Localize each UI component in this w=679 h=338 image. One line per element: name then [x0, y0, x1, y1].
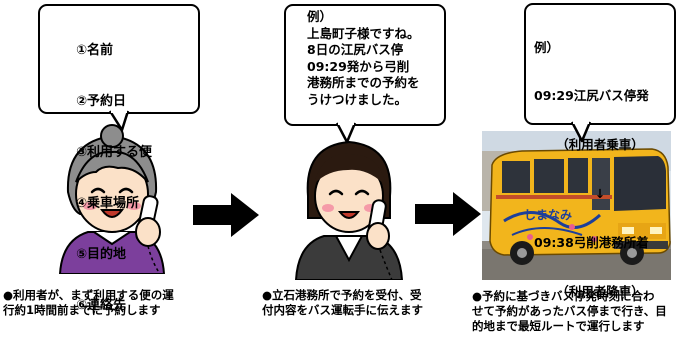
down-arrow-icon: ↓	[594, 186, 606, 202]
bubble-line: ⑥連絡先	[76, 298, 127, 313]
bubble-line: ④乗車場所	[76, 196, 140, 211]
boarding-note: （利用者乗車）	[556, 137, 644, 153]
elderly-caller-illustration	[58, 124, 166, 274]
alighting-note: （利用者降車）	[556, 284, 644, 300]
step3-caption: ●予約に基づきバス停発時刻に合わ せて予約があったバス停まで行き、目 的地まで最…	[472, 289, 667, 333]
bubble-tail-icon	[335, 122, 357, 144]
step2-speech-bubble: 例） 上島町子様ですね。 8日の江尻バス停 09:29発から弓削 港務所までの予…	[284, 4, 446, 126]
bubble-line: ③利用する便	[76, 145, 153, 160]
step1-speech-bubble: ①名前 ②予約日 ③利用する便 ④乗車場所 ⑤目的地 ⑥連絡先	[38, 4, 200, 313]
flow-arrow-icon	[193, 193, 259, 237]
step3-speech-bubble: 例） 09:29江尻バス停発 （利用者乗車） ↓ 09:38弓削港務所着 （利用…	[524, 3, 676, 299]
step2-caption: ●立石港務所で予約を受付、受 付内容をバス運転手に伝えます	[262, 288, 423, 317]
bus-side-text: しまなみ	[524, 208, 572, 222]
port-office-clerk-illustration	[294, 140, 404, 280]
arrival-time: 09:38弓削港務所着	[534, 235, 649, 251]
flow-arrow-icon	[415, 192, 481, 236]
bubble-line: ②予約日	[76, 94, 127, 109]
departure-time: 09:29江尻バス停発	[534, 88, 649, 104]
bubble-line: ①名前	[76, 43, 114, 58]
example-label: 例）	[534, 39, 560, 55]
step1-caption: ●利用者が、まず利用する便の運 行約1時間前までに予約します	[3, 288, 174, 317]
bubble-tail-icon	[108, 110, 130, 132]
community-bus-photo: しまなみ	[482, 131, 671, 280]
bubble-tail-icon	[570, 121, 592, 143]
bubble-line: ⑤目的地	[76, 247, 127, 262]
